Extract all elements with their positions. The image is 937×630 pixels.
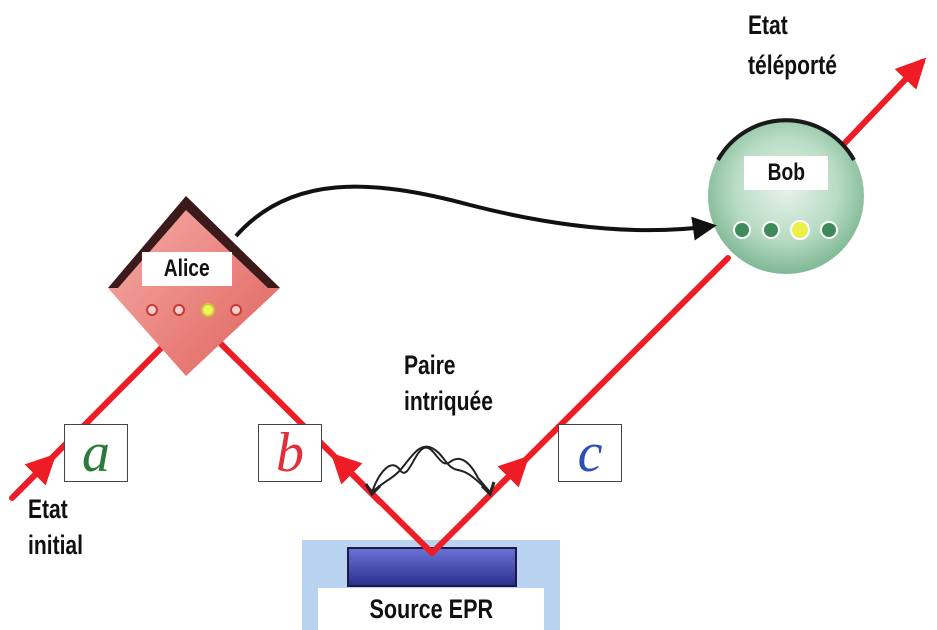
entangled-pair-label-line1: Paire (404, 350, 456, 380)
photon-b-text: b (276, 422, 304, 484)
beam-initial-arrow (9, 453, 57, 501)
bob-label: Bob (744, 156, 828, 190)
bob-measurement-dots (733, 220, 838, 240)
beam-b-arrow (330, 452, 383, 505)
photon-label-a: a (64, 424, 128, 482)
alice-node (108, 196, 280, 376)
source-epr-label: Source EPR (318, 588, 544, 630)
initial-state-label-line1: Etat (28, 494, 68, 524)
initial-state-label-line2: initial (28, 530, 84, 560)
entangled-pair-label-line2: intriquée (404, 386, 493, 416)
bob-node (708, 118, 864, 274)
teleported-state-label-line2: téléporté (748, 50, 837, 80)
entanglement-squiggle (364, 445, 496, 497)
photon-label-b: b (258, 424, 322, 482)
photon-c-text: c (577, 422, 603, 484)
beam-c-arrow (477, 455, 530, 508)
beam-teleported (839, 57, 927, 149)
alice-label: Alice (142, 252, 232, 286)
classical-channel-arrow (234, 184, 717, 241)
photon-label-c: c (558, 424, 622, 482)
photon-a-text: a (82, 422, 110, 484)
alice-measurement-dots (146, 303, 242, 317)
teleported-state-label-line1: Etat (748, 10, 788, 40)
